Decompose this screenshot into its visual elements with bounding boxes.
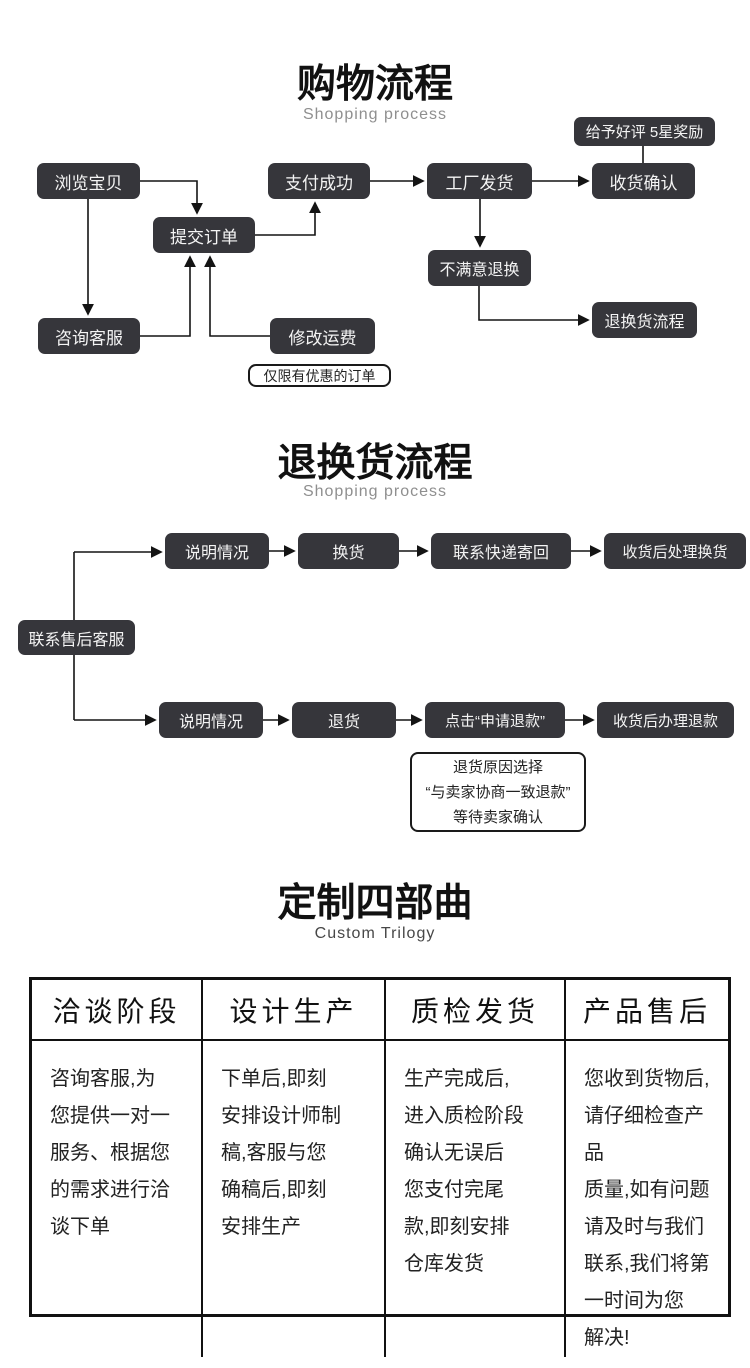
- table-cell-design: 下单后,即刻 安排设计师制 稿,客服与您 确稿后,即刻 安排生产: [201, 1041, 384, 1357]
- note-refund-reason: 退货原因选择 “与卖家协商一致退款” 等待卖家确认: [410, 752, 586, 832]
- section1-title: 购物流程: [296, 63, 453, 106]
- node-courier-sendback: 联系快递寄回: [431, 533, 571, 569]
- node-confirm-receipt: 收货确认: [592, 163, 695, 199]
- node-browse-items: 浏览宝贝: [37, 163, 140, 199]
- node-return-goods: 退货: [292, 702, 396, 738]
- node-contact-aftersales: 联系售后客服: [18, 620, 135, 655]
- section2-title: 退换货流程: [277, 442, 473, 485]
- table-cell-negotiation: 咨询客服,为 您提供一对一 服务、根据您 的需求进行洽 谈下单: [50, 1068, 170, 1238]
- table-cell-qc-shipping: 生产完成后, 进入质检阶段 确认无误后 您支付完尾 款,即刻安排 仓库发货: [384, 1041, 564, 1357]
- node-exchange-goods: 换货: [298, 533, 399, 569]
- node-return-flow-link: 退换货流程: [592, 302, 697, 338]
- node-submit-order: 提交订单: [153, 217, 255, 253]
- node-modify-postage: 修改运费: [270, 318, 375, 354]
- node-unsatisfied-return: 不满意退换: [428, 250, 531, 286]
- node-payment-success: 支付成功: [268, 163, 370, 199]
- node-consult-service: 咨询客服: [38, 318, 140, 354]
- node-factory-ship: 工厂发货: [427, 163, 532, 199]
- table-cell-aftersales: 您收到货物后, 请仔细检查产品 质量,如有问题 请及时与我们 联系,我们将第 一…: [564, 1041, 728, 1357]
- note-discount-orders-only: 仅限有优惠的订单: [248, 364, 391, 387]
- node-five-star-reward: 给予好评 5星奖励: [574, 117, 715, 146]
- node-explain-situation-2: 说明情况: [159, 702, 263, 738]
- node-handle-refund: 收货后办理退款: [597, 702, 734, 738]
- custom-steps-table: 洽谈阶段 设计生产 质检发货 产品售后 咨询客服,为 您提供一对一 服务、根据您…: [29, 977, 731, 1357]
- table-header-design: 设计生产: [201, 980, 384, 1041]
- table-header-qc-shipping: 质检发货: [384, 980, 564, 1041]
- section3-title: 定制四部曲: [277, 882, 473, 925]
- node-apply-refund: 点击“申请退款”: [425, 702, 565, 738]
- node-handle-exchange: 收货后处理换货: [604, 533, 746, 569]
- section1-subtitle: Shopping process: [302, 106, 448, 123]
- node-explain-situation-1: 说明情况: [165, 533, 269, 569]
- section3-subtitle: Custom Trilogy: [314, 925, 436, 942]
- table-header-aftersales: 产品售后: [564, 980, 728, 1041]
- table-header-negotiation: 洽谈阶段: [32, 980, 201, 1041]
- section2-subtitle: Shopping process: [302, 483, 448, 500]
